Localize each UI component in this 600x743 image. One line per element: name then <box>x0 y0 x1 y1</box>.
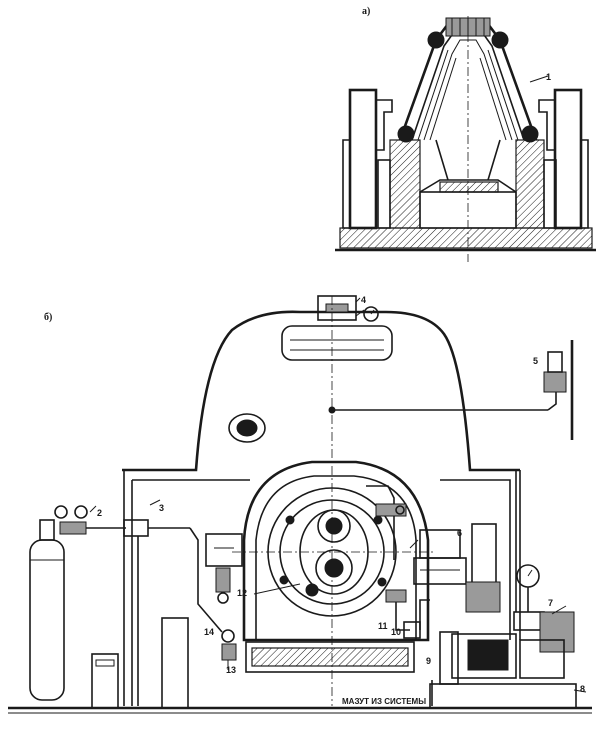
left-wall-block <box>389 139 421 229</box>
label-14: 14 <box>204 627 214 637</box>
label-10: 10 <box>391 627 401 637</box>
tee-3 <box>123 519 149 537</box>
panel-a-furnace-section <box>335 16 596 262</box>
label-3: 3 <box>159 503 164 513</box>
gas-cylinder <box>29 539 65 701</box>
furnace-door <box>242 460 430 642</box>
foundation-slab <box>339 227 593 249</box>
right-wall-block <box>515 139 545 229</box>
label-8: 8 <box>580 684 585 694</box>
pump-unit <box>451 633 517 679</box>
support-column <box>161 617 189 709</box>
motor <box>519 639 565 679</box>
label-5: 5 <box>533 356 538 366</box>
panel-label-a: а) <box>362 6 370 17</box>
top-chamber <box>281 325 393 361</box>
label-13: 13 <box>226 665 236 675</box>
gas-hose <box>189 527 223 633</box>
boiler-dome <box>122 310 520 472</box>
label-2: 2 <box>97 508 102 518</box>
panel-label-b: б) <box>44 312 52 323</box>
label-4: 4 <box>361 295 366 305</box>
label-1: 1 <box>546 72 551 82</box>
label-9: 9 <box>426 656 431 666</box>
fitting-14 <box>221 629 235 643</box>
pressure-gauge-top <box>363 306 379 322</box>
panel-b-installation <box>8 295 592 714</box>
left-upper-coil <box>427 31 445 49</box>
label-12: 12 <box>237 588 247 598</box>
control-box-left <box>205 533 243 567</box>
regulator <box>59 521 87 535</box>
label-7: 7 <box>548 598 553 608</box>
left-outer-wall <box>348 88 378 230</box>
pump-base <box>429 683 577 709</box>
peephole <box>228 413 266 443</box>
label-6: 6 <box>457 528 462 538</box>
right-upper-coil <box>491 31 509 49</box>
right-lower-coil <box>521 125 539 143</box>
valve-4-body <box>317 295 357 321</box>
fitting-13 <box>221 643 237 661</box>
device-5 <box>543 371 567 393</box>
device-7 <box>539 611 575 653</box>
right-outer-wall <box>553 88 583 230</box>
floor-box <box>91 653 119 709</box>
burner-base <box>245 641 415 673</box>
label-11: 11 <box>378 621 388 631</box>
left-lower-coil <box>397 125 415 143</box>
fuel-supply-caption: МАЗУТ ИЗ СИСТЕМЫ <box>342 697 426 706</box>
cylinder-gauge-b <box>74 505 88 519</box>
cylinder-gauge-a <box>54 505 68 519</box>
